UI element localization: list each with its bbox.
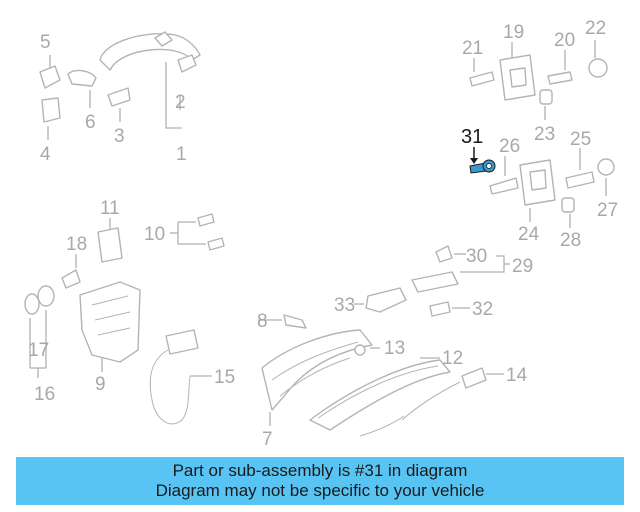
callout-22: 22	[585, 18, 606, 39]
callout-20: 20	[554, 30, 575, 51]
callout-12: 12	[442, 348, 463, 369]
info-banner: Part or sub-assembly is #31 in diagram D…	[16, 457, 624, 505]
cable-15	[149, 329, 212, 425]
callout-32: 32	[472, 299, 493, 320]
callout-18: 18	[66, 234, 87, 255]
part-8-bolt	[258, 314, 307, 329]
hinge-group	[469, 40, 615, 228]
callout-10: 10	[144, 224, 165, 245]
inside-handle-parts	[354, 245, 510, 317]
inner-handle-panel	[261, 329, 504, 437]
callout-13: 13	[384, 338, 405, 359]
outside-handle-group	[39, 31, 201, 140]
callout-2: 2	[175, 92, 186, 113]
banner-line-1: Part or sub-assembly is #31 in diagram	[172, 461, 468, 480]
callout-1: 1	[176, 144, 187, 165]
part-31-bolt	[469, 147, 496, 174]
banner-line-2: Diagram may not be specific to your vehi…	[155, 481, 485, 500]
callout-21: 21	[462, 38, 483, 59]
callout-5: 5	[40, 32, 51, 53]
lock-assembly	[24, 281, 141, 378]
callout-11: 11	[100, 198, 120, 219]
callout-9: 9	[95, 374, 106, 395]
callout-7: 7	[262, 429, 273, 450]
callout-27: 27	[597, 200, 618, 221]
callout-28: 28	[560, 230, 581, 251]
callout-14: 14	[506, 365, 528, 386]
callout-16: 16	[34, 384, 55, 405]
callout-15: 15	[214, 367, 235, 388]
callout-24: 24	[518, 224, 540, 245]
lock-bolts-group	[61, 213, 225, 289]
callout-8: 8	[257, 311, 268, 332]
callout-26: 26	[499, 136, 520, 157]
callout-31: 31	[461, 126, 483, 148]
callout-25: 25	[570, 129, 591, 150]
callout-19: 19	[503, 22, 524, 43]
callout-6: 6	[85, 112, 96, 133]
callout-29: 29	[512, 256, 533, 277]
callout-23: 23	[534, 124, 555, 145]
callout-4: 4	[40, 144, 51, 165]
callout-33: 33	[334, 295, 355, 316]
callout-3: 3	[114, 126, 125, 147]
callout-17: 17	[28, 340, 49, 361]
callout-30: 30	[466, 246, 487, 267]
